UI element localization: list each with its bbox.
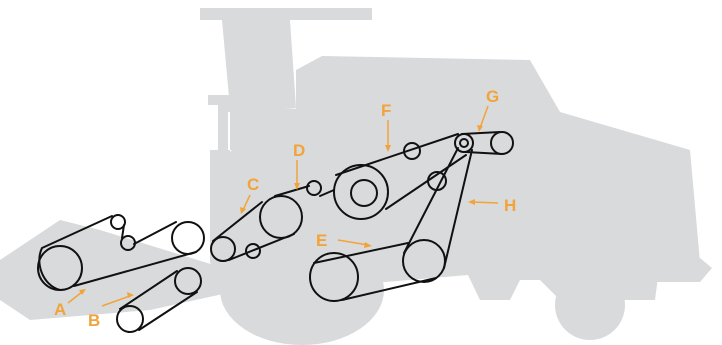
belt-drive-eh	[309, 147, 473, 302]
belt-h	[403, 147, 473, 269]
callout-arrows	[67, 105, 499, 307]
header	[0, 220, 232, 320]
belt-drive-f	[319, 133, 467, 220]
harvester-silhouette	[0, 8, 712, 345]
rear-wheel	[555, 270, 625, 340]
arrowhead-h	[468, 199, 475, 205]
pulley-e-left	[309, 252, 359, 302]
idler-a-top	[110, 214, 126, 230]
belt-drive-g	[454, 131, 514, 155]
pulley-f-inner	[350, 179, 378, 207]
idler-f	[403, 142, 421, 160]
belt-f	[319, 133, 467, 210]
pulley-f-large	[333, 164, 389, 220]
pulley-g-inner	[459, 138, 469, 148]
arrowhead-d	[294, 183, 300, 190]
belt-b	[119, 270, 198, 331]
label-b: B	[88, 311, 100, 330]
arrowhead-b	[127, 292, 134, 298]
label-d: D	[293, 141, 305, 160]
pulley-d	[259, 195, 303, 239]
belt-drive-a	[37, 214, 205, 291]
arrowhead-a	[79, 289, 86, 295]
label-a: A	[54, 300, 66, 319]
belt-drive-cd	[210, 180, 322, 262]
label-f: F	[381, 101, 391, 120]
belt-e	[313, 242, 437, 301]
pulley-b-low	[116, 305, 144, 333]
cab-roof	[200, 8, 372, 20]
arrowhead-f	[385, 145, 391, 152]
label-e: E	[316, 231, 327, 250]
arrowhead-g	[477, 125, 483, 132]
arrowhead-e	[364, 242, 372, 248]
belt-a	[38, 215, 197, 291]
pulley-c-small	[210, 236, 236, 262]
pulley-b-high	[174, 267, 202, 295]
label-g: G	[486, 87, 499, 106]
arrow-g	[479, 105, 489, 129]
front-wheel	[220, 235, 384, 345]
arrow-e	[337, 239, 369, 246]
label-h: H	[504, 196, 516, 215]
cab-body	[210, 20, 296, 180]
arrow-a	[67, 291, 83, 304]
belt-drives	[37, 131, 514, 333]
idler-c	[245, 243, 261, 259]
arrow-c	[242, 194, 251, 211]
arrow-h	[471, 201, 499, 204]
belt-cd	[212, 185, 310, 261]
belt-drive-b	[116, 267, 202, 333]
pulley-a-right	[171, 221, 205, 255]
belt-labels: A B C D E F G H	[54, 87, 516, 330]
label-c: C	[247, 175, 259, 194]
arrow-b	[101, 295, 131, 307]
idler-d	[306, 180, 322, 196]
arrowhead-c	[240, 207, 246, 214]
